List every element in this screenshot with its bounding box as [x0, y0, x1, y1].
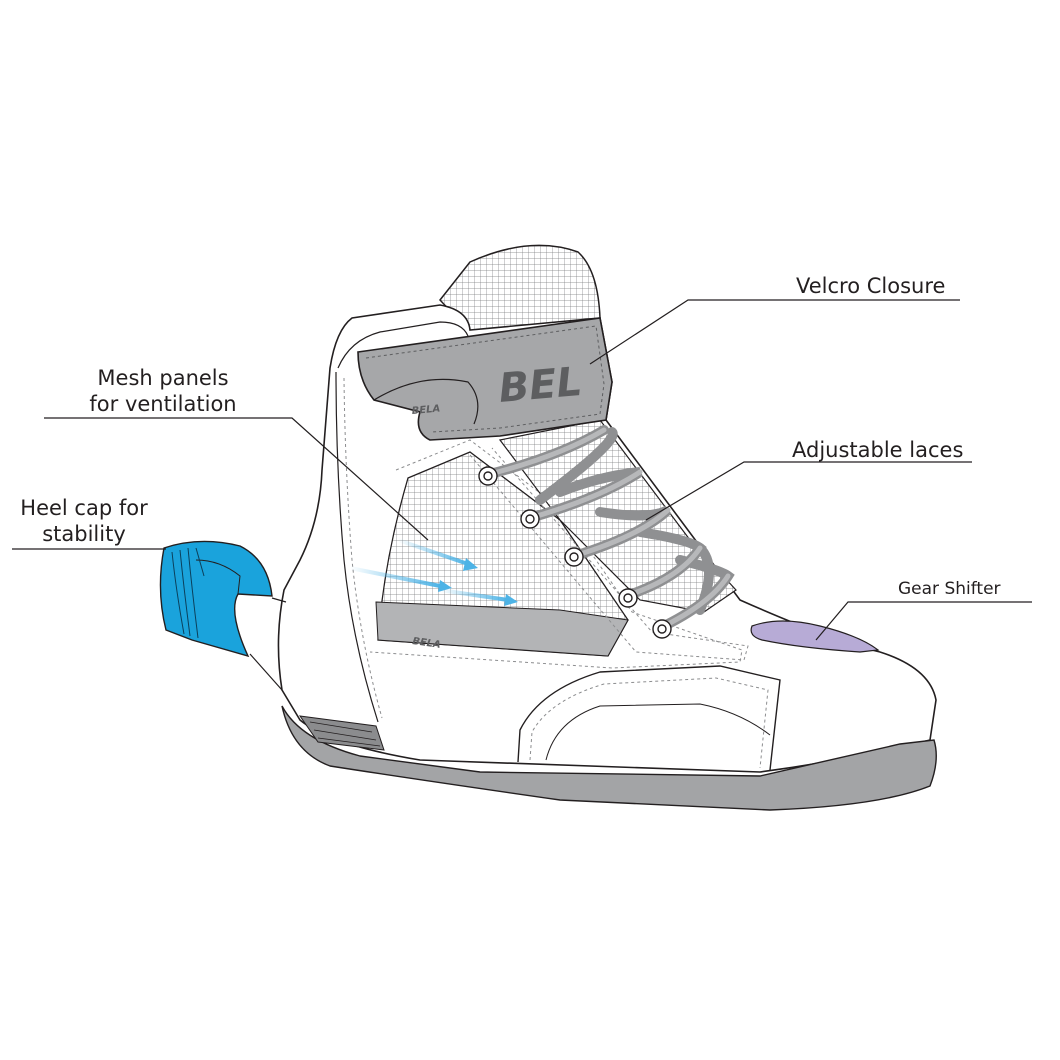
mesh-stitching — [369, 439, 743, 669]
toe-cap-line — [545, 703, 771, 761]
leader-shifter — [815, 601, 1032, 641]
leader-mesh — [44, 417, 429, 541]
label-velcro-closure: Velcro Closure — [796, 274, 946, 298]
leader-velcro — [589, 299, 960, 365]
leader-laces — [645, 461, 972, 521]
label-mesh-line1: Mesh panels — [97, 366, 229, 390]
sole-tread — [298, 715, 385, 751]
label-heel-line2: stability — [42, 522, 126, 546]
strap-logo-small: BELA — [411, 404, 440, 417]
quarter-stitching — [343, 377, 383, 719]
label-gear-shifter: Gear Shifter — [898, 579, 1001, 599]
mesh-logo: BELA — [412, 636, 442, 651]
toe-overlay — [517, 665, 781, 771]
label-mesh-line2: for ventilation — [89, 392, 237, 416]
label-heel-line1: Heel cap for — [20, 496, 148, 520]
velcro-strap — [357, 317, 613, 441]
collar — [337, 321, 469, 369]
sole — [281, 705, 937, 811]
label-adjustable-laces: Adjustable laces — [792, 438, 964, 462]
heel-cap — [159, 540, 273, 658]
laces-core — [487, 427, 731, 631]
heel-cap-ridges — [171, 547, 205, 639]
heel-cap-guide — [249, 597, 287, 691]
side-mesh-trim — [375, 601, 629, 657]
strap-logo: BEL — [497, 359, 584, 412]
label-mesh-panels: Mesh panels for ventilation — [58, 365, 268, 417]
velcro-strap-flap — [373, 378, 479, 425]
label-heel-cap: Heel cap for stability — [14, 495, 154, 547]
sole-tread-lines — [309, 721, 381, 747]
gear-shifter-pad — [750, 620, 880, 653]
heel-cap-fold — [195, 559, 241, 595]
eyelets — [478, 466, 672, 639]
quarter-line — [335, 371, 379, 723]
velcro-strap-stitch — [365, 325, 605, 433]
tongue-mesh — [439, 244, 601, 333]
airflow-arrows — [349, 538, 518, 606]
